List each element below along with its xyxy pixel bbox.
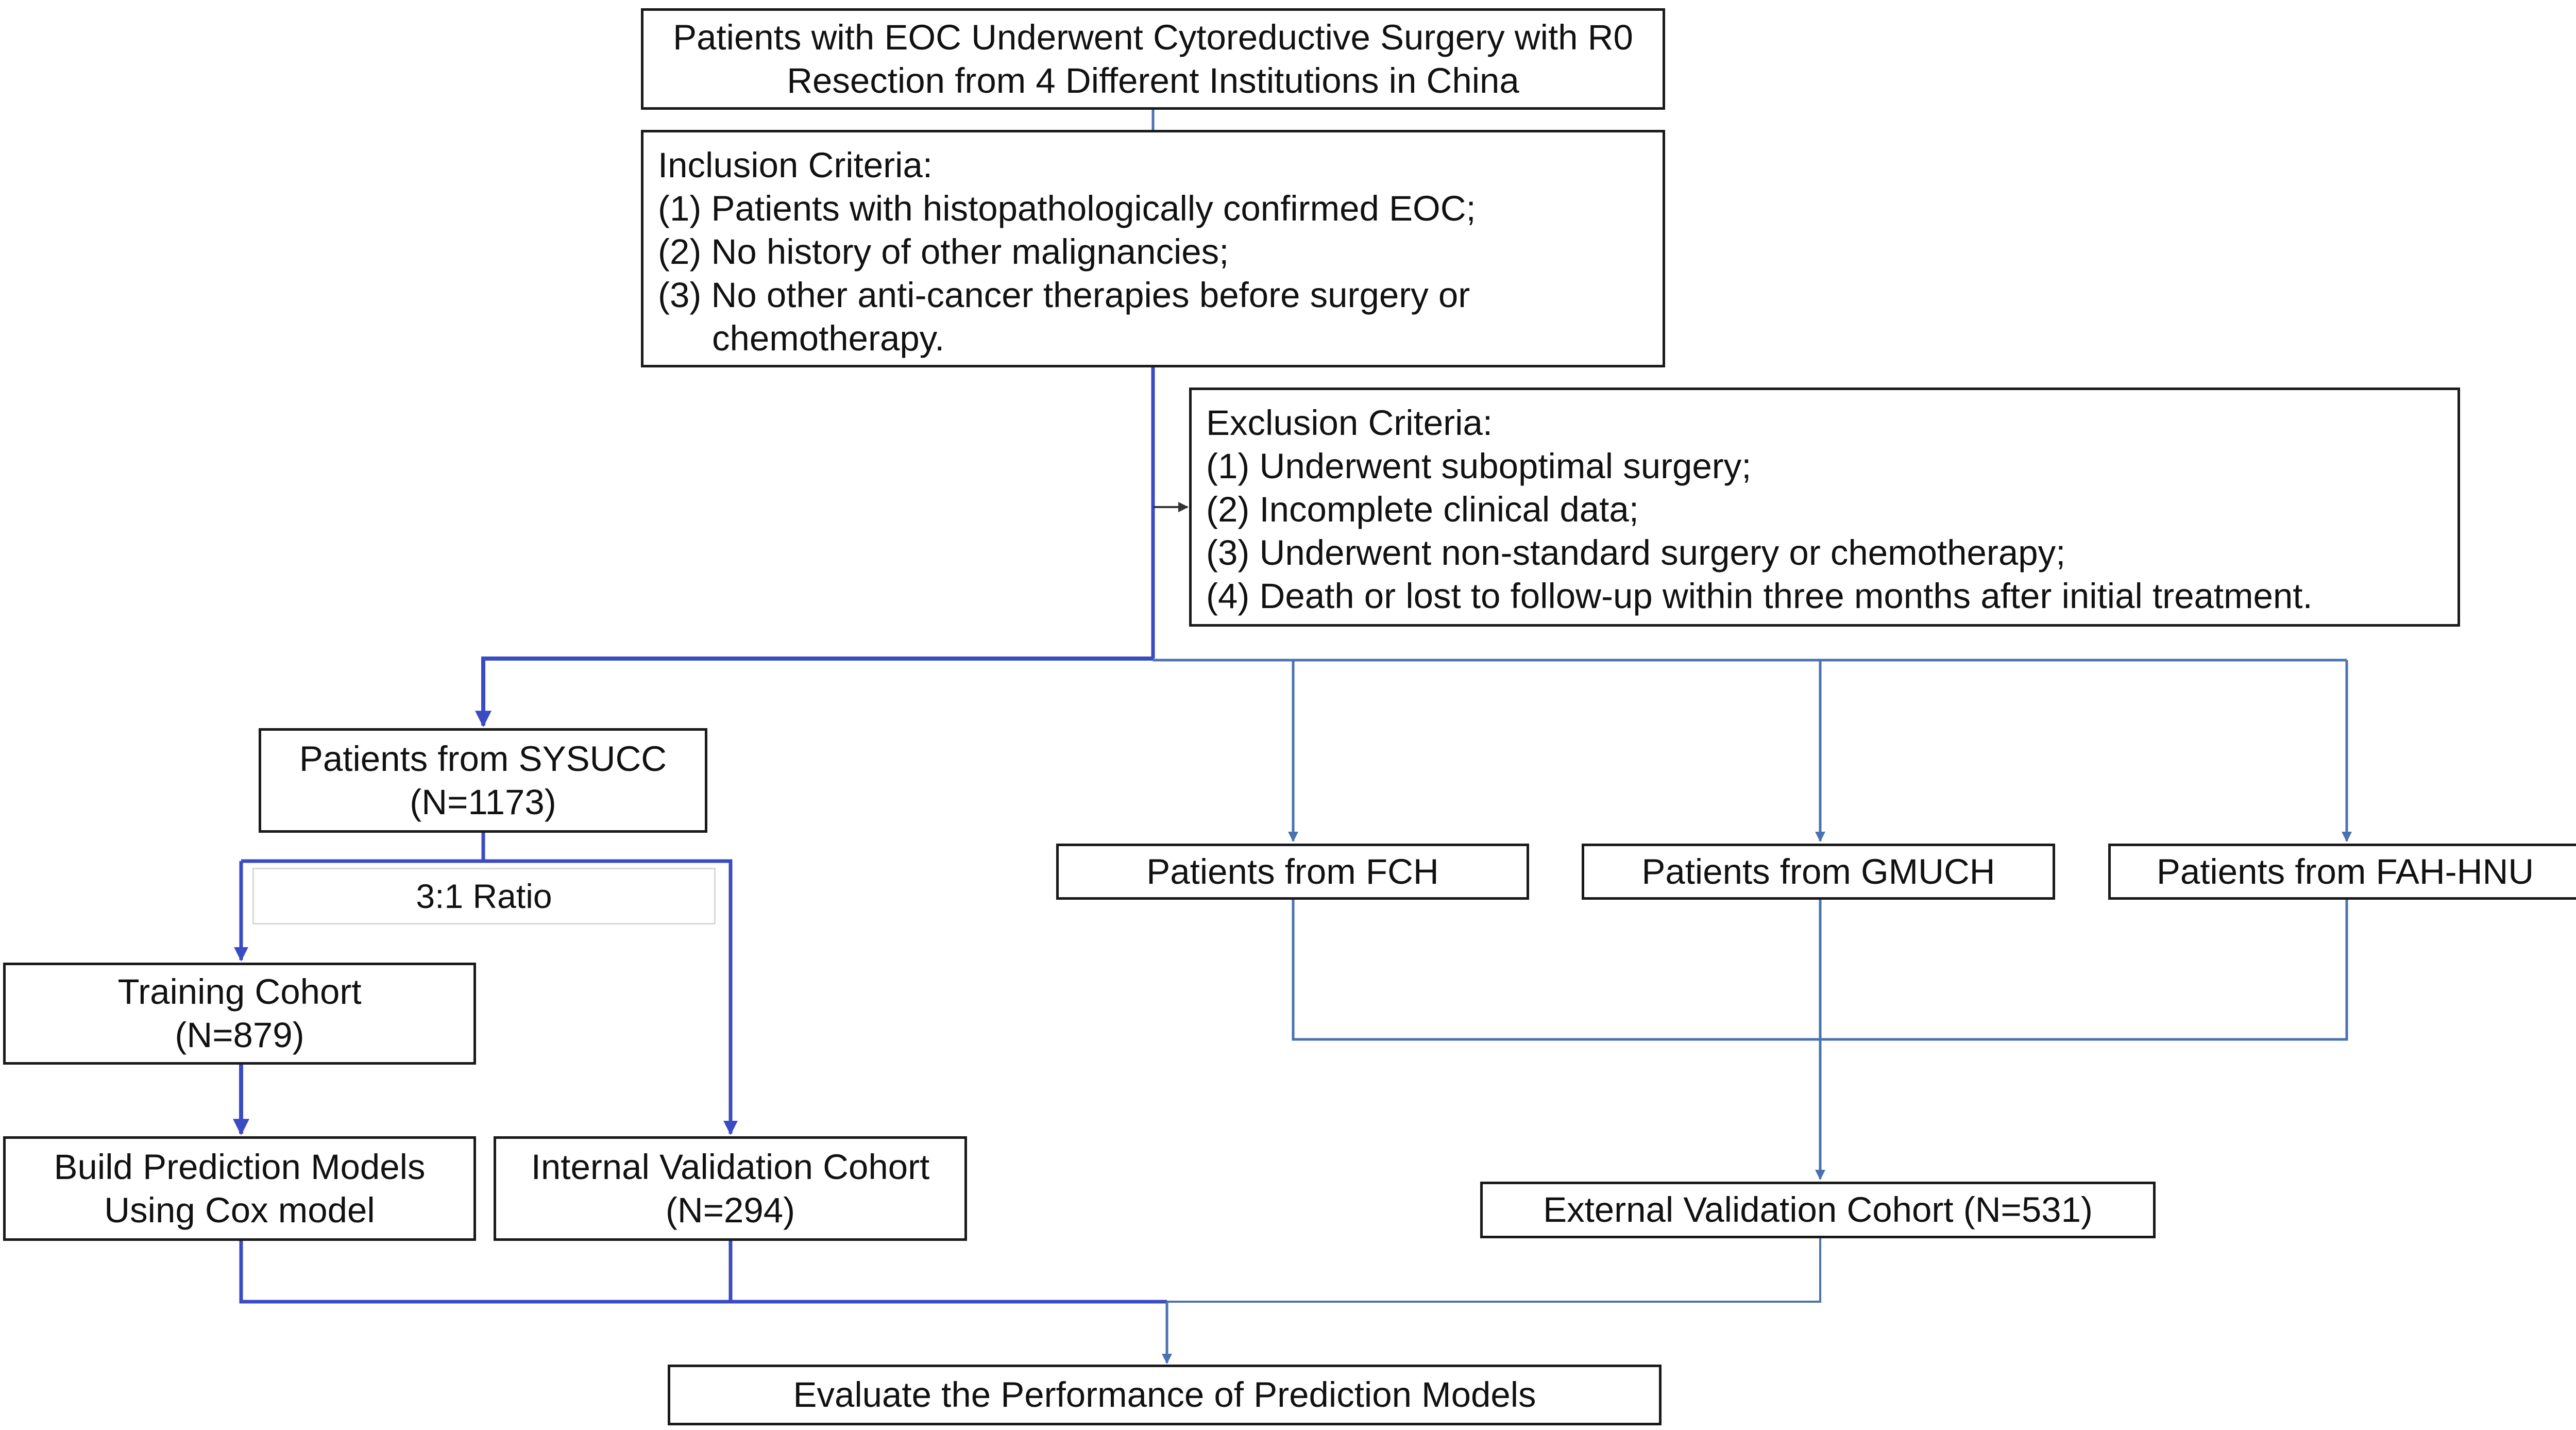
exclusion-item-4: (4) Death or lost to follow-up within th… bbox=[1206, 576, 2313, 616]
fch-label: Patients from FCH bbox=[1146, 851, 1439, 891]
exclusion-item-3: (3) Underwent non-standard surgery or ch… bbox=[1206, 533, 2066, 573]
exclusion-title: Exclusion Criteria: bbox=[1206, 403, 1493, 443]
exclusion-item-1: (1) Underwent suboptimal surgery; bbox=[1206, 446, 1752, 486]
build-models-box: Build Prediction Models Using Cox model bbox=[3, 1136, 476, 1241]
ratio-label: 3:1 Ratio bbox=[252, 868, 716, 924]
sysucc-box: Patients from SYSUCC (N=1173) bbox=[259, 728, 707, 833]
split-to-sysucc-arrow bbox=[475, 657, 1153, 728]
exclusion-item-2: (2) Incomplete clinical data; bbox=[1206, 490, 1639, 529]
inclusion-item-1: (1) Patients with histopathologically co… bbox=[658, 189, 1476, 228]
build-to-bottom-line bbox=[239, 1241, 731, 1304]
build-line-2: Using Cox model bbox=[104, 1190, 375, 1230]
start-line-1: Patients with EOC Underwent Cytoreductiv… bbox=[673, 17, 1633, 57]
internal-line-2: (N=294) bbox=[665, 1190, 795, 1230]
inclusion-criteria-box: Inclusion Criteria: (1) Patients with hi… bbox=[641, 130, 1665, 367]
training-cohort-box: Training Cohort (N=879) bbox=[3, 963, 476, 1065]
fahhnu-box: Patients from FAH-HNU bbox=[2108, 844, 2576, 900]
inclusion-title: Inclusion Criteria: bbox=[658, 145, 933, 185]
gmuch-label: Patients from GMUCH bbox=[1641, 851, 1995, 891]
gmuch-box: Patients from GMUCH bbox=[1582, 844, 2055, 900]
sysucc-line-2: (N=1173) bbox=[410, 782, 556, 822]
external-to-bottom-line bbox=[1167, 1238, 1821, 1303]
internal-validation-box: Internal Validation Cohort (N=294) bbox=[494, 1136, 967, 1241]
sysucc-line-1: Patients from SYSUCC bbox=[299, 738, 667, 779]
inclusion-item-2: (2) No history of other malignancies; bbox=[658, 232, 1229, 272]
inclusion-item-3-continuation: chemotherapy. bbox=[712, 318, 945, 358]
start-line-2: Resection from 4 Different Institutions … bbox=[787, 60, 1519, 100]
fch-box: Patients from FCH bbox=[1056, 844, 1529, 900]
sysucc-split-line bbox=[241, 833, 485, 863]
build-line-1: Build Prediction Models bbox=[54, 1147, 426, 1187]
ratio-text: 3:1 Ratio bbox=[416, 877, 552, 915]
inclusion-item-3: (3) No other anti-cancer therapies befor… bbox=[658, 275, 1470, 315]
fahhnu-label: Patients from FAH-HNU bbox=[2156, 851, 2534, 891]
internal-line-1: Internal Validation Cohort bbox=[531, 1147, 930, 1187]
to-internal-arrow bbox=[483, 859, 738, 1135]
exclusion-criteria-box: Exclusion Criteria: (1) Underwent subopt… bbox=[1189, 388, 2460, 627]
external-validation-box: External Validation Cohort (N=531) bbox=[1480, 1182, 2156, 1238]
training-line-1: Training Cohort bbox=[117, 972, 362, 1012]
external-label: External Validation Cohort (N=531) bbox=[1543, 1190, 2093, 1230]
evaluate-label: Evaluate the Performance of Prediction M… bbox=[793, 1375, 1536, 1415]
evaluate-box: Evaluate the Performance of Prediction M… bbox=[668, 1365, 1662, 1425]
start-box: Patients with EOC Underwent Cytoreductiv… bbox=[641, 8, 1665, 110]
training-line-2: (N=879) bbox=[175, 1015, 304, 1055]
